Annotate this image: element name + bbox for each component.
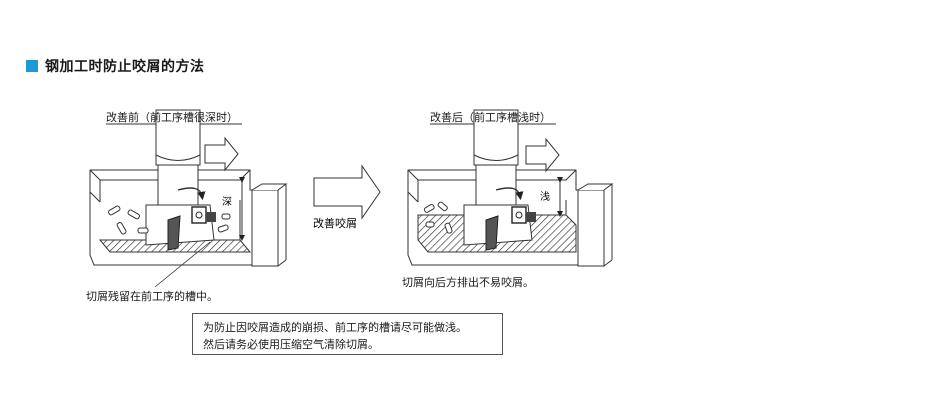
insert: [511, 206, 527, 224]
improve-arrow-label: 改善咬屑: [313, 216, 357, 230]
improve-arrow-icon: [313, 164, 381, 220]
before-diagram: [89, 109, 288, 288]
after-heading: 改善后（前工序槽浅时）: [430, 111, 551, 124]
right-arrow-icon: [525, 137, 560, 173]
right-arrow-icon: [204, 136, 239, 172]
blue-square-icon: [26, 60, 38, 72]
rotation-arrow-icon: [495, 187, 524, 201]
note-box: 为防止因咬屑造成的崩损、前工序的槽请尽可能做浅。 然后请务必使用压缩空气清除切屑…: [192, 313, 503, 355]
before-caption: 切屑残留在前工序的槽中。: [86, 290, 218, 303]
insert: [191, 206, 207, 224]
insert: [485, 215, 499, 251]
chips: [108, 205, 231, 235]
chips: [423, 201, 453, 234]
section-header: 钢加工时防止咬屑的方法: [26, 56, 205, 76]
insert: [167, 215, 181, 251]
note-line-1: 为防止因咬屑造成的崩损、前工序的槽请尽可能做浅。: [203, 321, 467, 334]
rotation-arrow-icon: [177, 187, 206, 201]
section-title: 钢加工时防止咬屑的方法: [45, 59, 205, 75]
spindle: [155, 109, 201, 166]
before-heading: 改善前（前工序槽很深时）: [106, 111, 238, 124]
after-caption: 切屑向后方排出不易咬屑。: [402, 276, 534, 289]
spindle: [473, 109, 519, 166]
depth-label-shallow: 浅: [540, 190, 550, 203]
after-diagram: [407, 109, 614, 267]
note-line-2: 然后请务必使用压缩空气清除切屑。: [203, 338, 379, 351]
depth-label-deep: 深: [222, 196, 232, 208]
